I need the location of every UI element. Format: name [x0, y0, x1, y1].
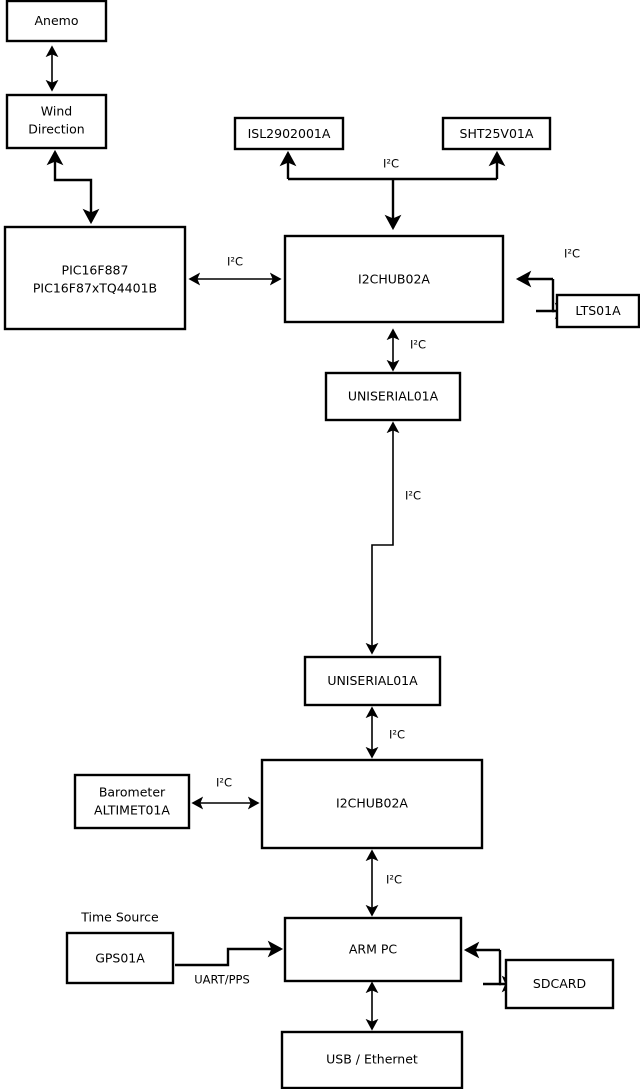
node-pic-mcu[interactable]: PIC16F887 PIC16F87xTQ4401B [3, 225, 187, 331]
edge-label-barometer-hub: I²C [216, 776, 232, 790]
edge-label-uniserial-bot-hub: I²C [389, 728, 405, 742]
node-sdcard-label: SDCARD [533, 976, 586, 991]
edge-label-isl-sht-bus: I²C [383, 157, 399, 171]
label-time-source: Time Source [80, 910, 159, 925]
node-arm-pc-label: ARM PC [349, 942, 398, 957]
node-wind-direction-label-1: Wind [41, 104, 72, 119]
node-anemo[interactable]: Anemo [5, 0, 108, 43]
node-pic-mcu-label-1: PIC16F887 [62, 263, 129, 278]
node-sht25v01a[interactable]: SHT25V01A [441, 116, 552, 151]
node-isl2902001a[interactable]: ISL2902001A [233, 116, 345, 151]
edge-label-uniserial-link: I²C [405, 489, 421, 503]
node-barometer[interactable]: Barometer ALTIMET01A [73, 773, 191, 830]
node-uniserial01a-top-label: UNISERIAL01A [348, 389, 439, 404]
node-pic-mcu-label-2: PIC16F87xTQ4401B [33, 281, 157, 296]
node-i2chub02a-bottom-label: I2CHUB02A [336, 796, 408, 811]
node-usb-ethernet[interactable]: USB / Ethernet [280, 1030, 464, 1089]
node-sht25v01a-label: SHT25V01A [460, 126, 534, 141]
connector-wind-pic [46, 149, 100, 225]
node-uniserial01a-bottom[interactable]: UNISERIAL01A [303, 655, 442, 707]
node-i2chub02a-bottom[interactable]: I2CHUB02A [260, 758, 484, 850]
edge-label-hub-uniserial-top: I²C [410, 338, 426, 352]
node-gps01a-label: GPS01A [95, 951, 145, 966]
node-i2chub02a-top[interactable]: I2CHUB02A [283, 234, 505, 324]
node-gps01a[interactable]: GPS01A [65, 931, 175, 985]
connector-gps-armpc [175, 940, 284, 967]
node-lts01a[interactable]: LTS01A [555, 293, 640, 329]
node-barometer-label-2: ALTIMET01A [94, 803, 170, 818]
node-i2chub02a-top-label: I2CHUB02A [358, 272, 430, 287]
node-arm-pc[interactable]: ARM PC [283, 916, 463, 983]
node-anemo-label: Anemo [35, 13, 79, 28]
node-sdcard[interactable]: SDCARD [504, 958, 615, 1010]
node-wind-direction[interactable]: Wind Direction [5, 93, 108, 150]
node-lts01a-label: LTS01A [575, 303, 621, 318]
connector-lts-hook [551, 279, 555, 313]
edge-label-pic-hub: I²C [227, 255, 243, 269]
node-wind-direction-label-2: Direction [28, 122, 84, 137]
node-isl2902001a-label: ISL2902001A [248, 126, 331, 141]
node-usb-ethernet-label: USB / Ethernet [326, 1052, 418, 1067]
connector-uniserial-link [365, 421, 400, 655]
edge-label-hub-lts: I²C [564, 247, 580, 261]
connector-sdcard-hook [498, 950, 502, 986]
node-uniserial01a-bottom-label: UNISERIAL01A [327, 673, 418, 688]
edge-label-gps-armpc: UART/PPS [194, 973, 250, 987]
edge-label-hub-armpc: I²C [386, 873, 402, 887]
node-uniserial01a-top[interactable]: UNISERIAL01A [324, 371, 462, 422]
node-barometer-label-1: Barometer [99, 785, 166, 800]
